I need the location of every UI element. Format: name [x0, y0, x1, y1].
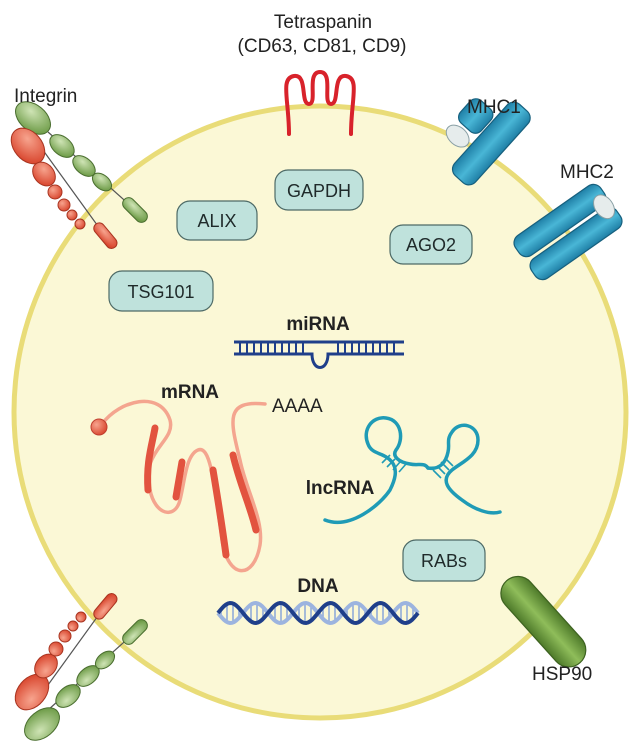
- tsg101-box: TSG101: [108, 270, 214, 312]
- hsp90-label: HSP90: [532, 664, 592, 685]
- tetraspanin-members-label: (CD63, CD81, CD9): [238, 36, 407, 57]
- integrin-label: Integrin: [14, 86, 77, 107]
- alix-box: ALIX: [176, 200, 258, 241]
- mhc1-label: MHC1: [467, 97, 521, 118]
- integrin-bottom-icon: [14, 593, 148, 741]
- tetraspanin-icon: [284, 69, 356, 136]
- tetraspanin-label: Tetraspanin: [274, 12, 372, 33]
- ago2-label: AGO2: [406, 235, 456, 255]
- rabs-box: RABs: [402, 539, 486, 582]
- dna-label: DNA: [297, 576, 338, 597]
- mrna-strand-icon: [90, 399, 267, 573]
- mhc1-icon: [445, 98, 531, 186]
- mrna-label: mRNA: [161, 382, 219, 403]
- ago2-box: AGO2: [389, 224, 473, 265]
- mirna-label: miRNA: [286, 314, 350, 335]
- dna-double-helix-icon: [216, 601, 420, 625]
- polya-label: AAAA: [272, 396, 323, 417]
- alix-label: ALIX: [197, 211, 236, 231]
- rabs-label: RABs: [421, 551, 467, 571]
- gapdh-label: GAPDH: [287, 181, 351, 201]
- tsg101-label: TSG101: [127, 282, 194, 302]
- integrin-top-icon: [10, 101, 148, 249]
- hsp90-icon: [500, 575, 587, 668]
- lncrna-structure-icon: [323, 416, 502, 524]
- mirna-hairpin-icon: [234, 340, 404, 369]
- mhc2-icon: [513, 183, 623, 281]
- mhc2-label: MHC2: [560, 162, 614, 183]
- gapdh-box: GAPDH: [274, 169, 364, 211]
- lncrna-label: lncRNA: [306, 478, 375, 499]
